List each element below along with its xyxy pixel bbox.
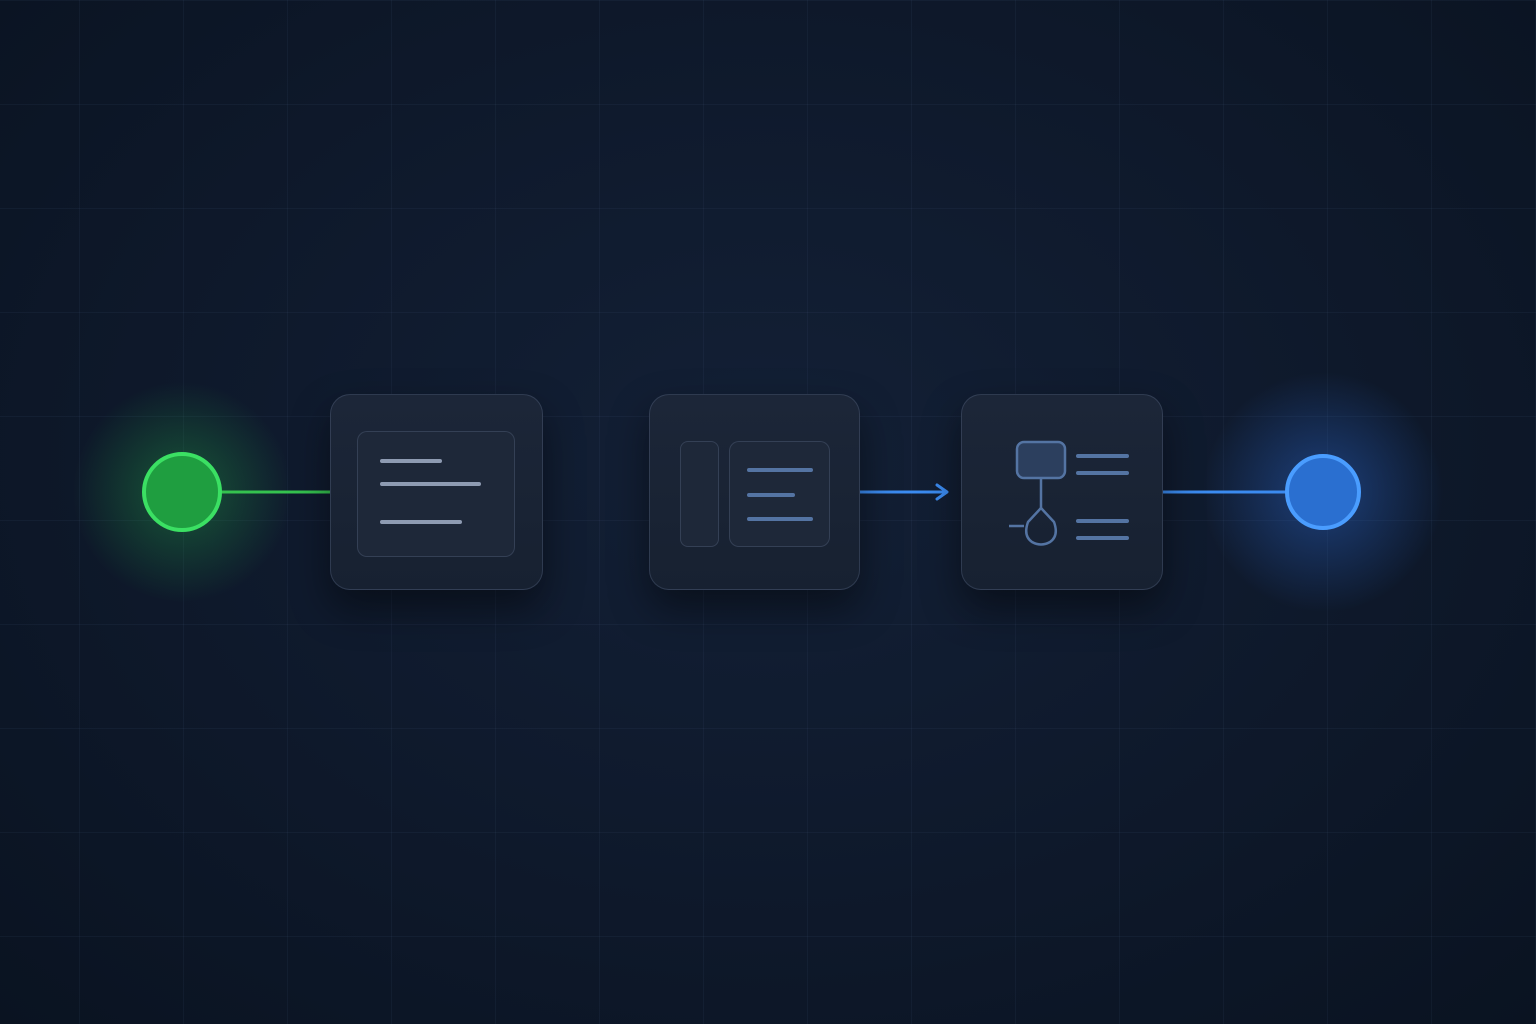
arrowhead-icon (935, 483, 949, 501)
sidebar-panel (680, 441, 719, 547)
step-1-card[interactable] (330, 394, 543, 590)
content-panel (729, 441, 830, 547)
text-line (380, 482, 481, 486)
start-node[interactable] (142, 452, 222, 532)
text-line (1076, 519, 1129, 523)
text-line (1076, 454, 1129, 458)
step-2-card[interactable] (649, 394, 860, 590)
step-3-card[interactable] (961, 394, 1163, 590)
text-line (747, 517, 813, 521)
text-line (1076, 536, 1129, 540)
end-node[interactable] (1285, 454, 1361, 530)
flowchart-icon (1009, 440, 1129, 546)
decision-shape (1024, 506, 1058, 546)
process-box-shape (1015, 440, 1067, 480)
text-line (747, 493, 795, 497)
text-line (380, 520, 462, 524)
connector-step-2-to-step-3 (858, 483, 949, 501)
text-lines-panel-icon (357, 431, 515, 557)
text-line (747, 468, 813, 472)
text-line (380, 459, 442, 463)
text-line (1076, 471, 1129, 475)
